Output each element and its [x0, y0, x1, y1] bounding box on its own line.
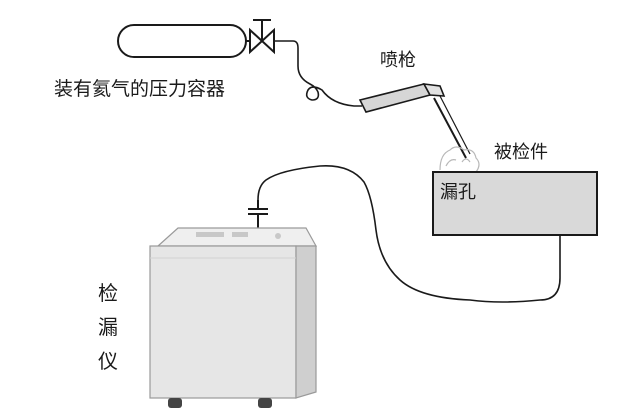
detector-label: 检 漏 仪 — [96, 276, 120, 378]
detector-label-char: 漏 — [98, 315, 118, 339]
helium-cylinder — [117, 24, 247, 58]
detector-cable-lower — [257, 165, 561, 303]
test-part — [432, 171, 598, 236]
connector-fitting — [248, 200, 268, 236]
leak-hole-label: 漏孔 — [440, 182, 476, 203]
spray-mist — [439, 146, 480, 173]
test-part-label: 被检件 — [494, 142, 548, 163]
detector-label-char: 检 — [98, 281, 118, 305]
gas-hose — [274, 40, 362, 107]
detector-label-char: 仪 — [98, 349, 118, 373]
valve-icon — [246, 19, 275, 55]
leak-detector-machine-icon — [149, 227, 318, 408]
spray-gun-label: 喷枪 — [380, 50, 416, 71]
container-label: 装有氦气的压力容器 — [54, 78, 226, 100]
spray-gun-icon — [358, 83, 471, 159]
